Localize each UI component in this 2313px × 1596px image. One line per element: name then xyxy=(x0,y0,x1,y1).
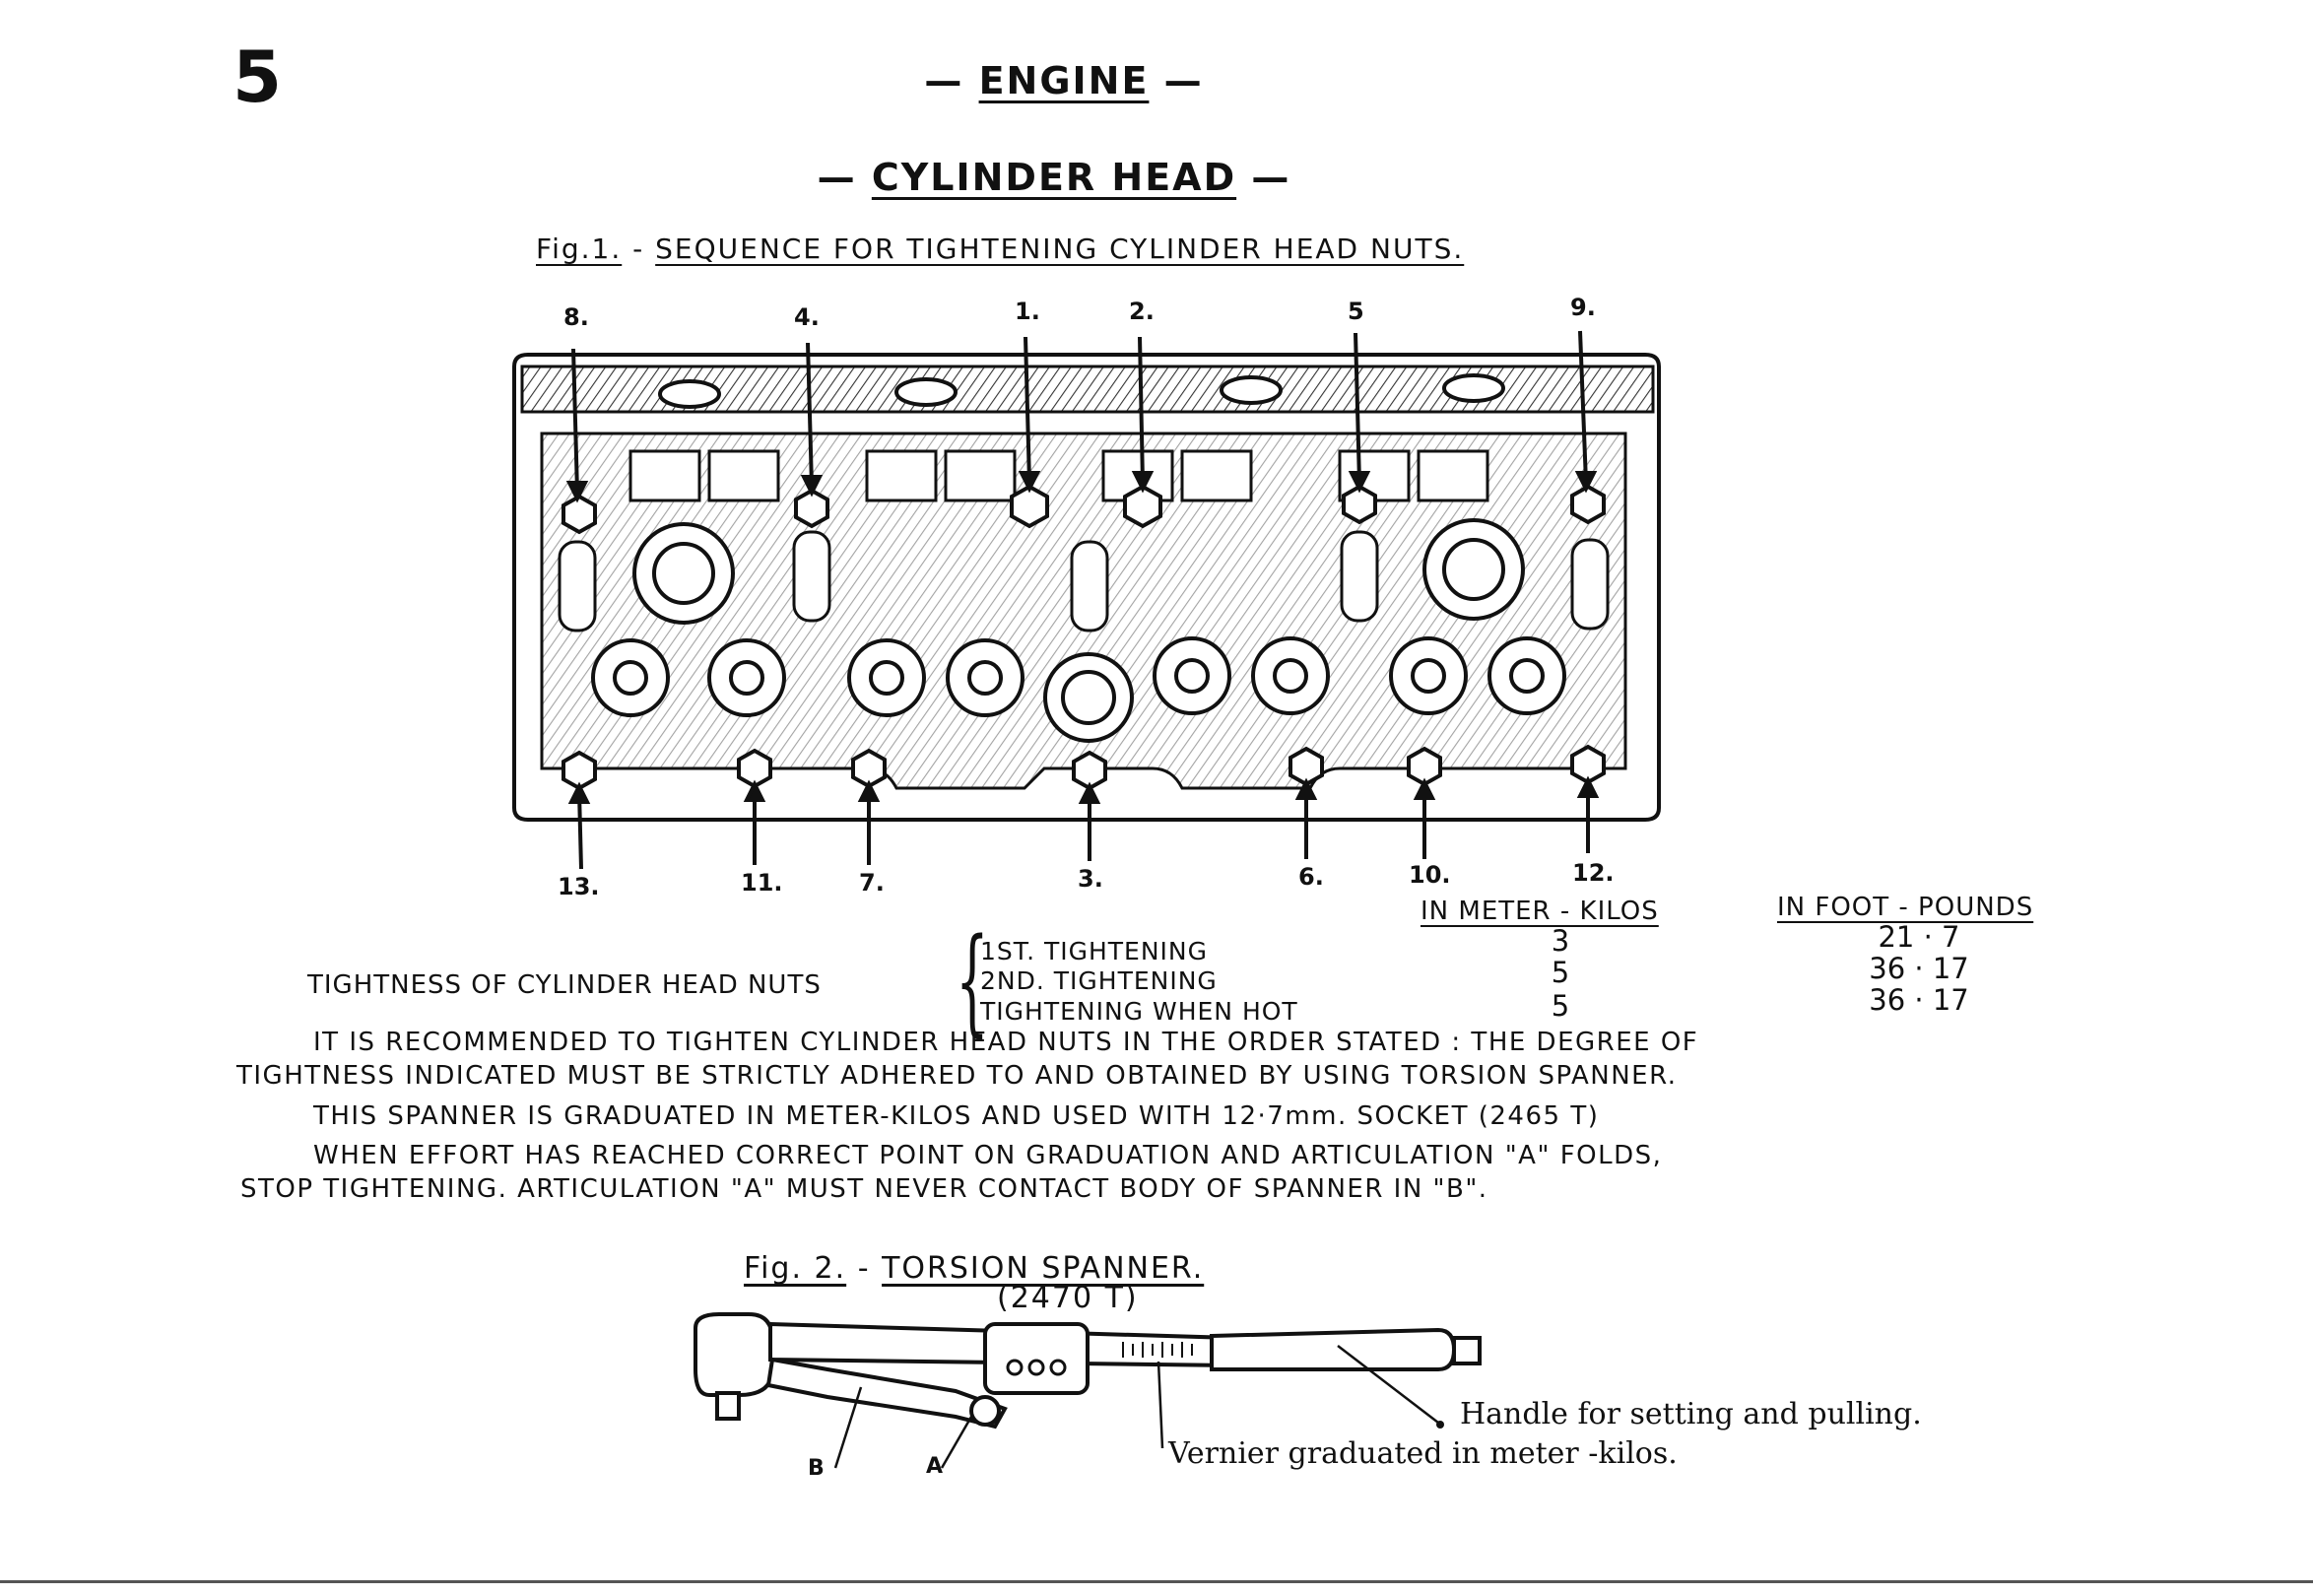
row-label-2nd: 2ND. TIGHTENING xyxy=(980,966,1218,995)
fig1-caption-text: SEQUENCE FOR TIGHTENING CYLINDER HEAD NU… xyxy=(655,233,1465,265)
articulation-pivot xyxy=(969,1395,1001,1427)
row-1st-meter-kilos: 3 xyxy=(1551,924,1570,958)
fig2-part-number: (2470 T) xyxy=(997,1281,1139,1315)
oil-hole xyxy=(894,377,958,407)
spark-plug-bosses xyxy=(632,518,1525,743)
oil-hole xyxy=(1442,373,1505,403)
nut-label-8: 8. xyxy=(563,303,589,331)
spanner-handle xyxy=(1210,1327,1457,1371)
fig2-dash: - xyxy=(857,1251,871,1286)
nut-label-2: 2. xyxy=(1129,298,1155,325)
nut-label-6: 6. xyxy=(1298,863,1324,891)
instruction-line-1: IT IS RECOMMENDED TO TIGHTEN CYLINDER HE… xyxy=(313,1028,1699,1057)
a-leader xyxy=(940,1416,973,1469)
instruction-line-5: STOP TIGHTENING. ARTICULATION "A" MUST N… xyxy=(240,1174,1488,1204)
cylinder-head-diagram: 8. 4. 1. 2. 5 9. 13. 11. 7. 3. 6. 10. 12… xyxy=(512,296,1661,900)
row-label-1st: 1ST. TIGHTENING xyxy=(980,937,1209,965)
row-label-hot: TIGHTENING WHEN HOT xyxy=(980,997,1298,1026)
callout-vernier: Vernier graduated in meter -kilos. xyxy=(1168,1436,1678,1471)
fig2-caption: Fig. 2. - TORSION SPANNER. xyxy=(744,1251,1204,1286)
handle-leader xyxy=(1337,1345,1439,1424)
head-nuts xyxy=(562,484,1606,791)
rocker-pads xyxy=(558,530,1610,632)
fig2-prefix: Fig. 2. xyxy=(744,1251,847,1286)
valve-seats xyxy=(591,636,1566,717)
label-a: A xyxy=(926,1454,944,1479)
articulated-arm xyxy=(765,1357,1008,1430)
brace-glyph: { xyxy=(956,912,989,1048)
label-b: B xyxy=(808,1456,825,1481)
fig1-prefix: Fig.1. xyxy=(536,233,623,265)
torsion-spanner-diagram xyxy=(694,1312,1482,1469)
fig1-caption: Fig.1. - SEQUENCE FOR TIGHTENING CYLINDE… xyxy=(536,233,1465,265)
mechanism-box xyxy=(983,1322,1090,1395)
nut-label-3: 3. xyxy=(1078,865,1103,893)
callout-handle: Handle for setting and pulling. xyxy=(1460,1397,1922,1431)
nut-label-13: 13. xyxy=(558,873,600,900)
nut-label-9: 9. xyxy=(1570,296,1596,321)
valve-ports xyxy=(628,449,1489,502)
sequence-arrows xyxy=(565,330,1600,870)
nut-label-1: 1. xyxy=(1015,298,1040,325)
vernier-leader xyxy=(1156,1361,1164,1449)
row-1st-foot-pounds: 21 · 7 xyxy=(1878,920,1960,954)
oil-hole xyxy=(658,379,721,409)
subsection-title-text: CYLINDER HEAD xyxy=(871,156,1237,199)
vernier-scale xyxy=(1122,1342,1193,1358)
col-head-meter-kilos: IN METER - KILOS xyxy=(1421,897,1659,926)
nut-label-7: 7. xyxy=(859,869,885,897)
nut-label-11: 11. xyxy=(741,869,783,897)
head-outline xyxy=(512,353,1661,822)
fig2-caption-text: TORSION SPANNER. xyxy=(882,1251,1205,1286)
page-number: 5 xyxy=(232,35,283,118)
torque-table-label: TIGHTNESS OF CYLINDER HEAD NUTS xyxy=(307,970,822,1000)
spanner-head xyxy=(694,1312,774,1397)
row-2nd-meter-kilos: 5 xyxy=(1551,956,1570,989)
handle-end-cap xyxy=(1452,1336,1482,1365)
nut-label-12: 12. xyxy=(1572,859,1615,887)
nut-label-10: 10. xyxy=(1409,861,1451,889)
section-title: — ENGINE — xyxy=(924,59,1204,102)
nut-label-4: 4. xyxy=(794,303,820,331)
nut-label-5: 5 xyxy=(1348,298,1364,325)
b-leader xyxy=(833,1386,863,1469)
subsection-title: — CYLINDER HEAD — xyxy=(817,156,1291,199)
oil-hole xyxy=(1220,375,1283,405)
row-hot-meter-kilos: 5 xyxy=(1551,989,1570,1023)
row-2nd-foot-pounds: 36 · 17 xyxy=(1869,952,1969,985)
col-head-foot-pounds: IN FOOT - POUNDS xyxy=(1777,893,2034,922)
row-hot-foot-pounds: 36 · 17 xyxy=(1869,983,1969,1017)
section-title-text: ENGINE xyxy=(978,59,1150,102)
scan-edge-line xyxy=(0,1580,2313,1583)
instruction-line-4: WHEN EFFORT HAS REACHED CORRECT POINT ON… xyxy=(313,1141,1663,1170)
square-drive xyxy=(715,1391,741,1421)
instruction-line-2: TIGHTNESS INDICATED MUST BE STRICTLY ADH… xyxy=(236,1061,1678,1091)
instruction-line-3: THIS SPANNER IS GRADUATED IN METER-KILOS… xyxy=(313,1101,1600,1131)
